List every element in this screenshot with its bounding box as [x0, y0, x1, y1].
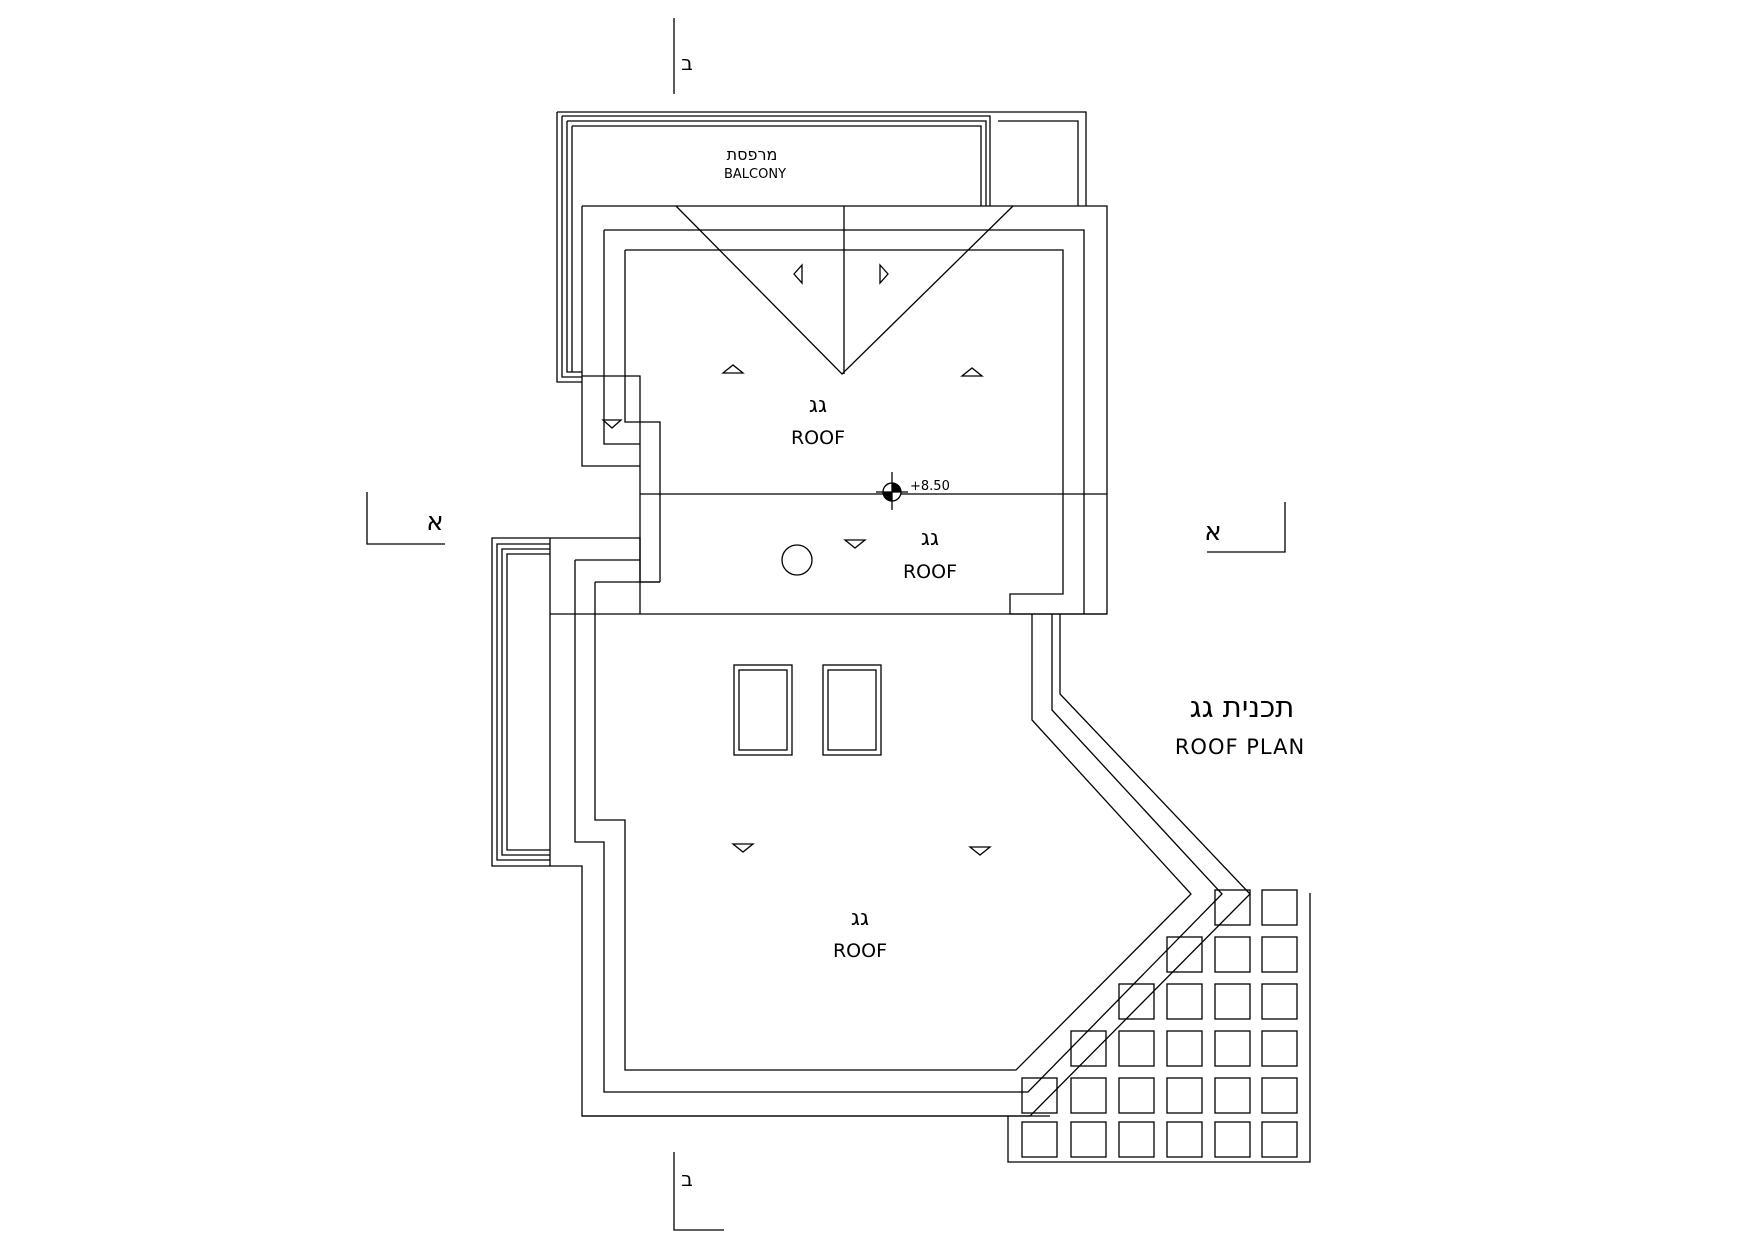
pergola-cell: [1214, 889, 1251, 926]
balcony-left: [491, 537, 550, 867]
pergola-cell: [1021, 1077, 1058, 1114]
pergola-cell: [1214, 1121, 1251, 1158]
section-marker-b-bottom: ב: [673, 1152, 724, 1231]
slope-arrows-lower: [731, 843, 992, 856]
pergola-cell: [1118, 1121, 1155, 1158]
pergola-cell: [1261, 889, 1298, 926]
pergola-cell: [1261, 1077, 1298, 1114]
balcony-top: [556, 111, 1087, 383]
skylight-2: [822, 664, 882, 756]
pergola-cell: [1261, 983, 1298, 1020]
pergola-cell: [1118, 1030, 1155, 1067]
pergola-cell: [1214, 1030, 1251, 1067]
section-marker-a-right: א: [1204, 502, 1286, 553]
pergola-cell: [1118, 1077, 1155, 1114]
roof-2-label-he: גג: [921, 526, 939, 551]
pergola-cell: [1166, 936, 1203, 973]
svg-text:ב: ב: [681, 51, 693, 75]
pergola-cell: [1166, 1030, 1203, 1067]
pergola-cell: [1070, 1077, 1107, 1114]
section-marker-b-top: ב: [673, 18, 693, 94]
roof-1-label-en: ROOF: [791, 427, 845, 449]
svg-text:א: א: [1204, 517, 1221, 547]
pergola-cell: [1021, 1121, 1058, 1158]
roof-3-label-en: ROOF: [833, 940, 887, 962]
roof-1-label-he: גג: [809, 393, 827, 418]
elevation-marker: [876, 472, 908, 510]
svg-text:א: א: [426, 507, 443, 537]
drawing-title-he: תכנית גג: [1190, 690, 1295, 724]
pergola-cell: [1261, 936, 1298, 973]
roof-drain-circle: [781, 544, 813, 576]
skylight-1: [733, 664, 793, 756]
pergola-cell: [1261, 1030, 1298, 1067]
pergola-cell: [1118, 983, 1155, 1020]
pergola-cell: [1070, 1030, 1107, 1067]
svg-text:ב: ב: [681, 1167, 693, 1191]
pergola-cell: [1166, 1121, 1203, 1158]
lower-roof: [549, 537, 1251, 1117]
pergola-grid: [1007, 889, 1311, 1163]
elevation-label: +8.50: [910, 479, 950, 494]
section-marker-a-left: א: [366, 492, 445, 545]
pergola-cell: [1214, 983, 1251, 1020]
drawing-title-en: ROOF PLAN: [1175, 735, 1305, 759]
pergola-cell: [1166, 983, 1203, 1020]
roof-2-label-en: ROOF: [903, 561, 957, 583]
pergola-cell: [1166, 1077, 1203, 1114]
pergola-cell: [1214, 936, 1251, 973]
slope-arrows-upper: [601, 263, 984, 549]
balcony-label-he: מרפסת: [727, 145, 778, 164]
pergola-cell: [1070, 1121, 1107, 1158]
balcony-label-en: BALCONY: [724, 167, 786, 182]
roof-3-label-he: גג: [851, 906, 869, 931]
upper-roof: [550, 205, 1108, 615]
pergola-cell: [1214, 1077, 1251, 1114]
pergola-cell: [1261, 1121, 1298, 1158]
